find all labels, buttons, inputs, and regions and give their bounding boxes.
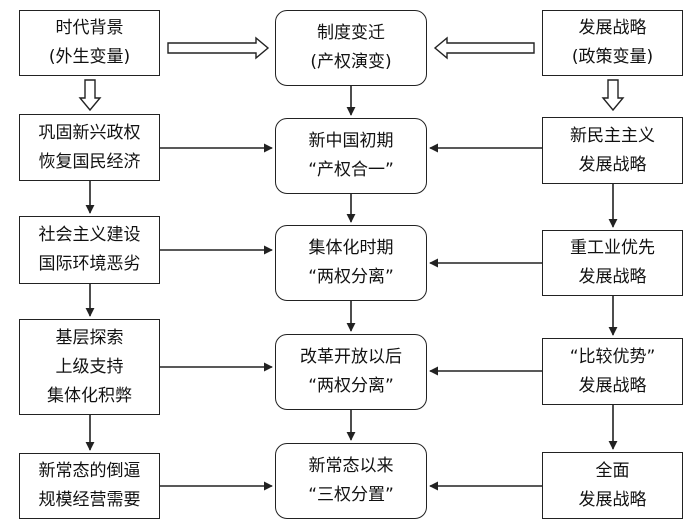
node-text: “三权分置” [308,485,394,505]
node-text: 新常态以来 [308,456,394,476]
node-text: “两权分离” [308,267,394,287]
center-node-4: 新常态以来 “三权分置” [275,443,427,519]
left-node-2: 社会主义建设 国际环境恶劣 [19,216,160,284]
node-text: 上级支持 [55,356,124,377]
node-text: 时代背景 [55,18,124,38]
left-node-3: 基层探索 上级支持 集体化积弊 [19,319,160,415]
node-text: 新民主主义 [570,125,655,146]
node-text: 改革开放以后 [300,347,402,367]
node-text: “产权合一” [308,160,394,180]
node-text: 发展战略 [578,18,647,38]
node-text: 发展战略 [578,489,647,510]
node-text: 发展战略 [578,267,647,287]
center-node-2: 集体化时期 “两权分离” [275,225,427,301]
left-node-0: 时代背景 (外生变量) [19,10,160,76]
left-node-4: 新常态的倒逼 规模经营需要 [19,453,160,519]
right-node-1: 新民主主义 发展战略 [542,117,683,184]
right-node-3: “比较优势” 发展战略 [542,338,683,405]
node-text: 新中国初期 [308,131,394,151]
right-node-2: 重工业优先 发展战略 [542,230,683,296]
node-text: 全面 [595,460,630,481]
hollow-arrow-right-down [601,79,625,112]
node-text: 国际环境恶劣 [38,254,141,274]
node-text: 集体化时期 [308,238,394,258]
right-node-4: 全面 发展战略 [542,452,683,519]
hollow-arrow-left-to-center [167,36,270,60]
node-text: (产权演变) [310,52,392,72]
node-text: 重工业优先 [570,238,655,258]
node-text: (政策变量) [571,47,654,67]
node-text: “两权分离” [308,376,394,396]
node-text: 制度变迁 [317,23,385,43]
node-text: 规模经营需要 [38,490,141,510]
node-text: 恢复国民经济 [38,151,141,172]
node-text: 新常态的倒逼 [38,461,141,481]
node-text: 发展战略 [578,154,647,175]
node-text: 社会主义建设 [38,225,141,245]
node-text: (外生变量) [48,47,131,67]
node-text: 发展战略 [578,375,647,396]
node-text: 巩固新兴政权 [38,122,141,143]
node-text: 集体化积弊 [47,385,132,406]
right-node-0: 发展战略 (政策变量) [542,10,683,76]
center-node-0: 制度变迁 (产权演变) [275,10,427,86]
hollow-arrow-right-to-center [433,36,535,60]
node-text: 基层探索 [55,327,124,348]
hollow-arrow-left-down [78,79,102,112]
center-node-3: 改革开放以后 “两权分离” [275,334,427,410]
node-text: “比较优势” [569,346,656,367]
left-node-1: 巩固新兴政权 恢复国民经济 [19,114,160,181]
center-node-1: 新中国初期 “产权合一” [275,118,427,194]
